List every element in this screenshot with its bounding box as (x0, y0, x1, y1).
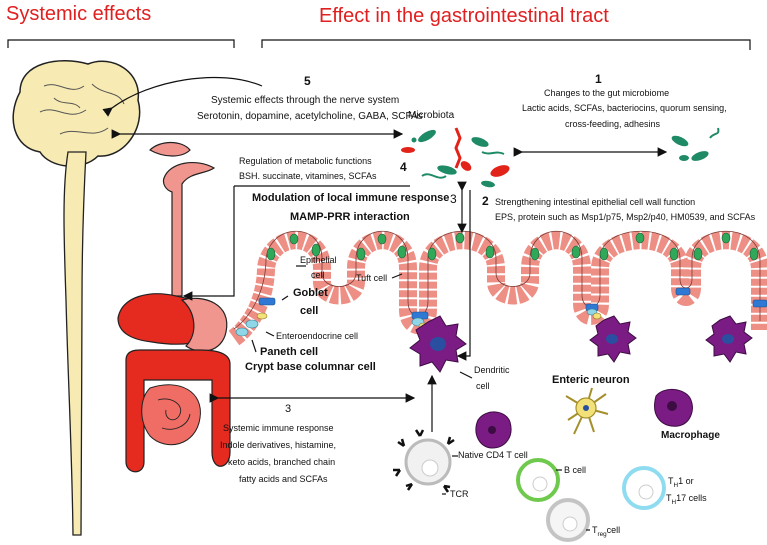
leader-dendritic (459, 371, 473, 379)
treg-suffix: cell (606, 525, 621, 535)
th1-suffix: 1 or (678, 476, 694, 486)
native-cd4-label: Native CD4 T cell (458, 450, 528, 460)
leader-tuft (391, 273, 403, 279)
th1-prefix: T (668, 476, 674, 486)
epithelial-cell-label-2: cell (311, 270, 325, 280)
systemic-bracket (7, 39, 235, 48)
microbiota-label: Microbiota (408, 110, 455, 121)
systemic-effects-header: Systemic effects (6, 3, 152, 25)
dendritic-cell-label-2: cell (476, 381, 490, 391)
macrophage-icon (475, 411, 512, 449)
microbiota-icon (401, 127, 510, 188)
arrow-brain-to-microbiota (102, 76, 263, 117)
th17-suffix: 17 cells (676, 493, 707, 503)
microbiome-factors-line2: cross-feeding, adhesins (565, 119, 661, 129)
leader-enteroendocrine (265, 331, 275, 337)
treg-cell-icon (546, 498, 590, 542)
leader-goblet (281, 295, 289, 301)
intestinal-epithelium-icon (228, 230, 767, 346)
mamp-prr-label: MAMP-PRR interaction (290, 211, 410, 223)
enteric-neuron-icon (565, 387, 609, 435)
epithelial-cell-label-1: Epithelial (300, 255, 337, 265)
microbiome-changes-label: Changes to the gut microbiome (544, 88, 670, 98)
number-2: 2 (482, 194, 489, 208)
macrophage-icon (654, 389, 693, 427)
treg-subscript: reg (597, 530, 607, 538)
epithelial-factors-label: EPS, protein such as Msp1/p75, Msp2/p40,… (495, 212, 756, 222)
th1-subscript: H (673, 481, 679, 489)
th17-prefix: T (666, 493, 672, 503)
arrow-microbiota-to-dendritic (456, 190, 471, 361)
nerve-system-label: Systemic effects through the nerve syste… (211, 95, 400, 106)
b-cell-icon (516, 458, 560, 502)
epithelial-wall-label: Strengthening intestinal epithelial cell… (495, 197, 696, 207)
th17-subscript: H (671, 498, 677, 506)
native-cd4-t-cell-icon (393, 429, 455, 493)
dendritic-cell-label-1: Dendritic (474, 365, 510, 375)
tcr-label: TCR (450, 489, 469, 499)
systemic-immune-factors-3: fatty acids and SCFAs (239, 474, 328, 484)
tuft-cell-label: Tuft cell (356, 273, 388, 283)
number-4: 4 (400, 160, 407, 174)
arrow-metabolic-to-organs (182, 186, 235, 301)
number-1: 1 (595, 72, 602, 86)
number-3-top: 3 (450, 192, 457, 206)
neurotransmitters-label: Serotonin, dopamine, acetylcholine, GABA… (197, 111, 423, 122)
th-cell-label-1: TH1 or (668, 476, 694, 489)
number-3-bottom: 3 (285, 403, 292, 415)
goblet-cell-label-2: cell (300, 305, 319, 317)
treg-prefix: T (592, 525, 598, 535)
paneth-cell-label: Paneth cell (260, 346, 319, 358)
systemic-immune-factors-2: keto acids, branched chain (228, 457, 336, 467)
crypt-base-columnar-label: Crypt base columnar cell (245, 361, 376, 373)
enteroendocrine-cell-label: Enteroendocrine cell (276, 331, 359, 341)
gi-tract-icon (117, 141, 231, 473)
gi-bracket (261, 39, 751, 50)
dendritic-cell-icon (705, 315, 753, 363)
systemic-immune-factors-1: Indole derivatives, histamine, (220, 440, 337, 450)
brain-spine-icon (12, 60, 141, 536)
systemic-immune-label: Systemic immune response (223, 423, 334, 433)
dendritic-cell-icon (409, 315, 467, 373)
gi-tract-header: Effect in the gastrointestinal tract (319, 5, 609, 27)
treg-cell-label: Tregcell (592, 525, 620, 538)
enteric-neuron-label: Enteric neuron (552, 374, 630, 386)
number-5: 5 (304, 74, 311, 88)
leader-paneth (251, 339, 257, 353)
microbiome-factors-line1: Lactic acids, SCFAs, bacteriocins, quoru… (522, 103, 727, 113)
macrophage-label: Macrophage (661, 430, 720, 441)
metabolic-factors-label: BSH. succinate, vitamines, SCFAs (239, 171, 377, 181)
b-cell-label: B cell (564, 465, 587, 475)
th-cell-label-2: TH17 cells (666, 493, 707, 506)
th-cell-icon (622, 466, 666, 510)
goblet-cell-label-1: Goblet (293, 287, 328, 299)
microbiota-icon (671, 127, 720, 161)
dendritic-cell-icon (589, 315, 637, 363)
local-immune-label: Modulation of local immune response (252, 192, 450, 204)
metabolic-functions-label: Regulation of metabolic functions (239, 156, 372, 166)
